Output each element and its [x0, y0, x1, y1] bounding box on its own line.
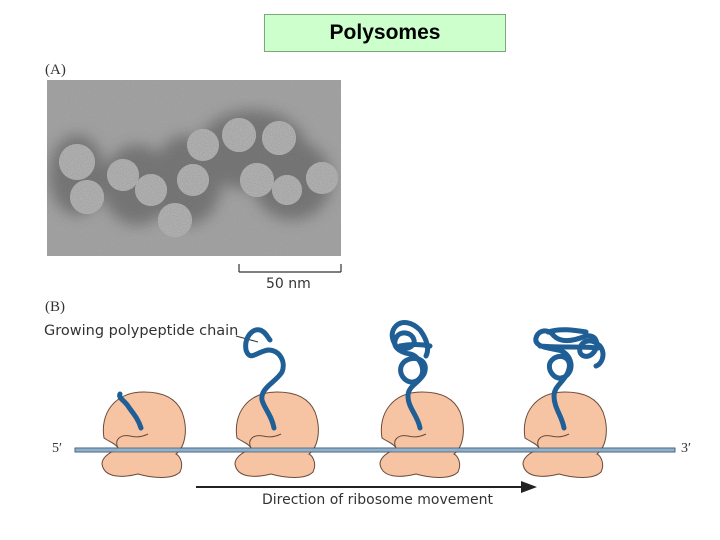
- polypeptide-chain-1: [117, 391, 144, 431]
- scale-bar-label: 50 nm: [266, 276, 311, 292]
- direction-arrow: [196, 481, 537, 493]
- polypeptide-chain-4: [533, 327, 606, 431]
- ribosome-2: [234, 391, 319, 478]
- ribosome-4: [522, 391, 607, 478]
- polypeptide-chain-3: [389, 320, 433, 431]
- panel-b-label: (B): [45, 299, 65, 315]
- polypeptide-chain-2: [243, 327, 286, 431]
- electron-micrograph: [47, 80, 341, 256]
- mrna-5-prime-label: 5′: [52, 441, 63, 456]
- title-box: Polysomes: [264, 14, 506, 52]
- panel-a-label: (A): [45, 62, 66, 78]
- mrna-3-prime-label: 3′: [681, 441, 692, 456]
- direction-label: Direction of ribosome movement: [262, 492, 494, 508]
- ribosome-1: [101, 391, 186, 478]
- polypeptide-chain-label: Growing polypeptide chain: [44, 323, 239, 339]
- page-title: Polysomes: [329, 21, 441, 44]
- scale-bar: [238, 264, 342, 273]
- ribosome-3: [379, 391, 464, 478]
